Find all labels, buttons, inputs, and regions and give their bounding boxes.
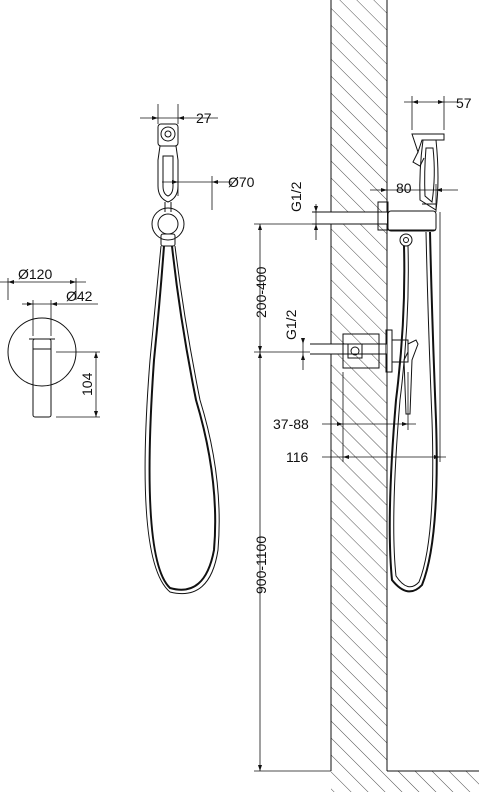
wall-section: [330, 0, 388, 771]
dim-h104-label: 104: [79, 372, 95, 396]
dim-range-900-1100: [254, 352, 331, 772]
dim-w27-label: 27: [196, 110, 212, 126]
dim-w80-label: 80: [396, 180, 412, 196]
spray-head-side-view: [411, 133, 445, 211]
dim-thread-top: [314, 204, 318, 240]
dim-d120: [0, 278, 86, 300]
upper-outlet-side-view: [312, 201, 437, 247]
spray-front-view: [144, 123, 220, 595]
dim-w116: [322, 212, 446, 462]
dim-w27: [140, 104, 218, 124]
dim-d70: [162, 160, 232, 210]
dim-d42-label: Ø42: [66, 288, 93, 304]
dim-range-200-400: [254, 223, 316, 353]
dim-w57: [404, 96, 458, 130]
dim-h104: [56, 351, 100, 418]
dim-thread-bottom-label: G1/2: [283, 309, 299, 340]
dim-thread-top-label: G1/2: [288, 181, 304, 212]
floor-section: [331, 770, 479, 792]
dim-w116-label: 116: [286, 449, 309, 465]
dim-range-37-88: [322, 372, 416, 462]
hose-side-view: [388, 231, 438, 593]
dim-thread-bottom: [301, 338, 305, 370]
dim-d120-label: Ø120: [18, 266, 52, 282]
dim-range-900-1100-label: 900-1100: [253, 536, 269, 594]
dim-range-200-400-label: 200-400: [253, 266, 269, 318]
dim-d42: [22, 300, 98, 336]
valve-front-view: [7, 317, 77, 418]
dim-w80: [370, 184, 458, 212]
dim-range-37-88-label: 37-88: [273, 416, 309, 432]
lower-valve-side-view: [310, 329, 419, 415]
dim-w57-label: 57: [456, 95, 472, 111]
dim-d70-label: Ø70: [228, 174, 255, 190]
